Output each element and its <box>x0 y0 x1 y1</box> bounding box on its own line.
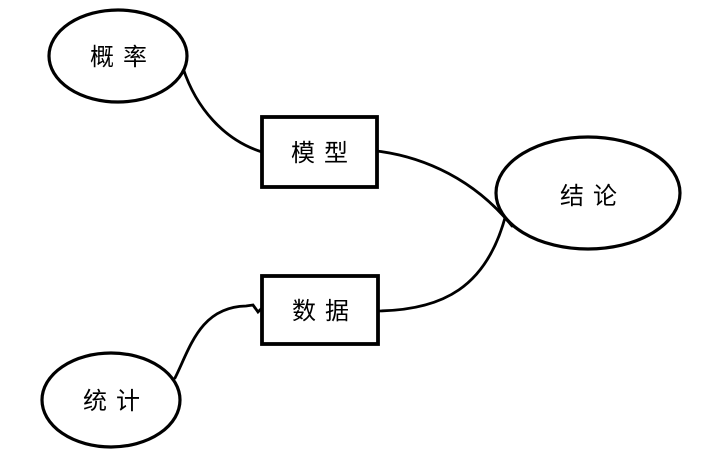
conclusion-ellipse <box>494 135 682 251</box>
node-conclusion: 结论 <box>494 135 682 251</box>
probability-ellipse <box>47 8 189 104</box>
node-statistics: 统计 <box>40 351 182 449</box>
node-model: 模型 <box>260 115 379 189</box>
statistics-ellipse <box>40 351 182 449</box>
statistics-label: 统计 <box>83 388 149 415</box>
edge-data-to-conclusion <box>376 212 508 313</box>
conclusion-label: 结论 <box>560 183 626 210</box>
data-rectangle <box>260 274 380 346</box>
model-label: 模型 <box>291 140 357 167</box>
probability-label: 概率 <box>90 44 156 71</box>
edge-probability-to-model <box>181 66 264 154</box>
edge-model-to-conclusion <box>375 149 514 228</box>
node-data: 数据 <box>260 274 380 346</box>
model-rectangle <box>260 115 379 189</box>
node-probability: 概率 <box>47 8 189 104</box>
data-label: 数据 <box>292 298 358 325</box>
edge-statistics-to-data <box>173 303 264 380</box>
